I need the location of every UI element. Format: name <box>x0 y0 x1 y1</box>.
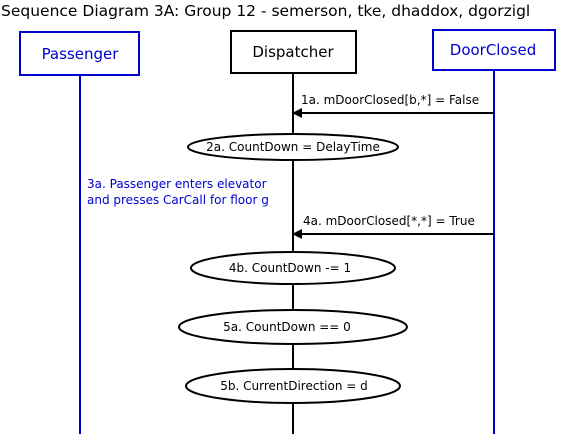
actor-doorclosed-label: DoorClosed <box>450 41 536 59</box>
state-4b: 4b. CountDown -= 1 <box>190 251 396 285</box>
actor-dispatcher: Dispatcher <box>230 30 357 74</box>
state-5b: 5b. CurrentDirection = d <box>185 368 401 404</box>
state-2a: 2a. CountDown = DelayTime <box>187 133 399 161</box>
message-4a-label: 4a. mDoorClosed[*,*] = True <box>303 214 475 228</box>
actor-passenger-label: Passenger <box>42 45 120 63</box>
state-5a-label: 5a. CountDown == 0 <box>223 320 351 334</box>
actor-doorclosed: DoorClosed <box>432 29 556 71</box>
actor-dispatcher-label: Dispatcher <box>252 43 334 61</box>
state-2a-label: 2a. CountDown = DelayTime <box>206 140 380 154</box>
note-3a-line2: and presses CarCall for floor g <box>87 193 269 207</box>
message-4a: 4a. mDoorClosed[*,*] = True <box>292 214 494 239</box>
state-5a: 5a. CountDown == 0 <box>178 309 408 345</box>
message-1a-label: 1a. mDoorClosed[b,*] = False <box>301 93 479 107</box>
note-3a: 3a. Passenger enters elevator and presse… <box>87 177 269 207</box>
state-5b-label: 5b. CurrentDirection = d <box>220 379 367 393</box>
state-4b-label: 4b. CountDown -= 1 <box>229 261 351 275</box>
diagram-title: Sequence Diagram 3A: Group 12 - semerson… <box>1 2 530 20</box>
message-1a: 1a. mDoorClosed[b,*] = False <box>292 93 494 118</box>
actor-passenger: Passenger <box>19 31 140 76</box>
note-3a-line1: 3a. Passenger enters elevator <box>87 177 267 191</box>
